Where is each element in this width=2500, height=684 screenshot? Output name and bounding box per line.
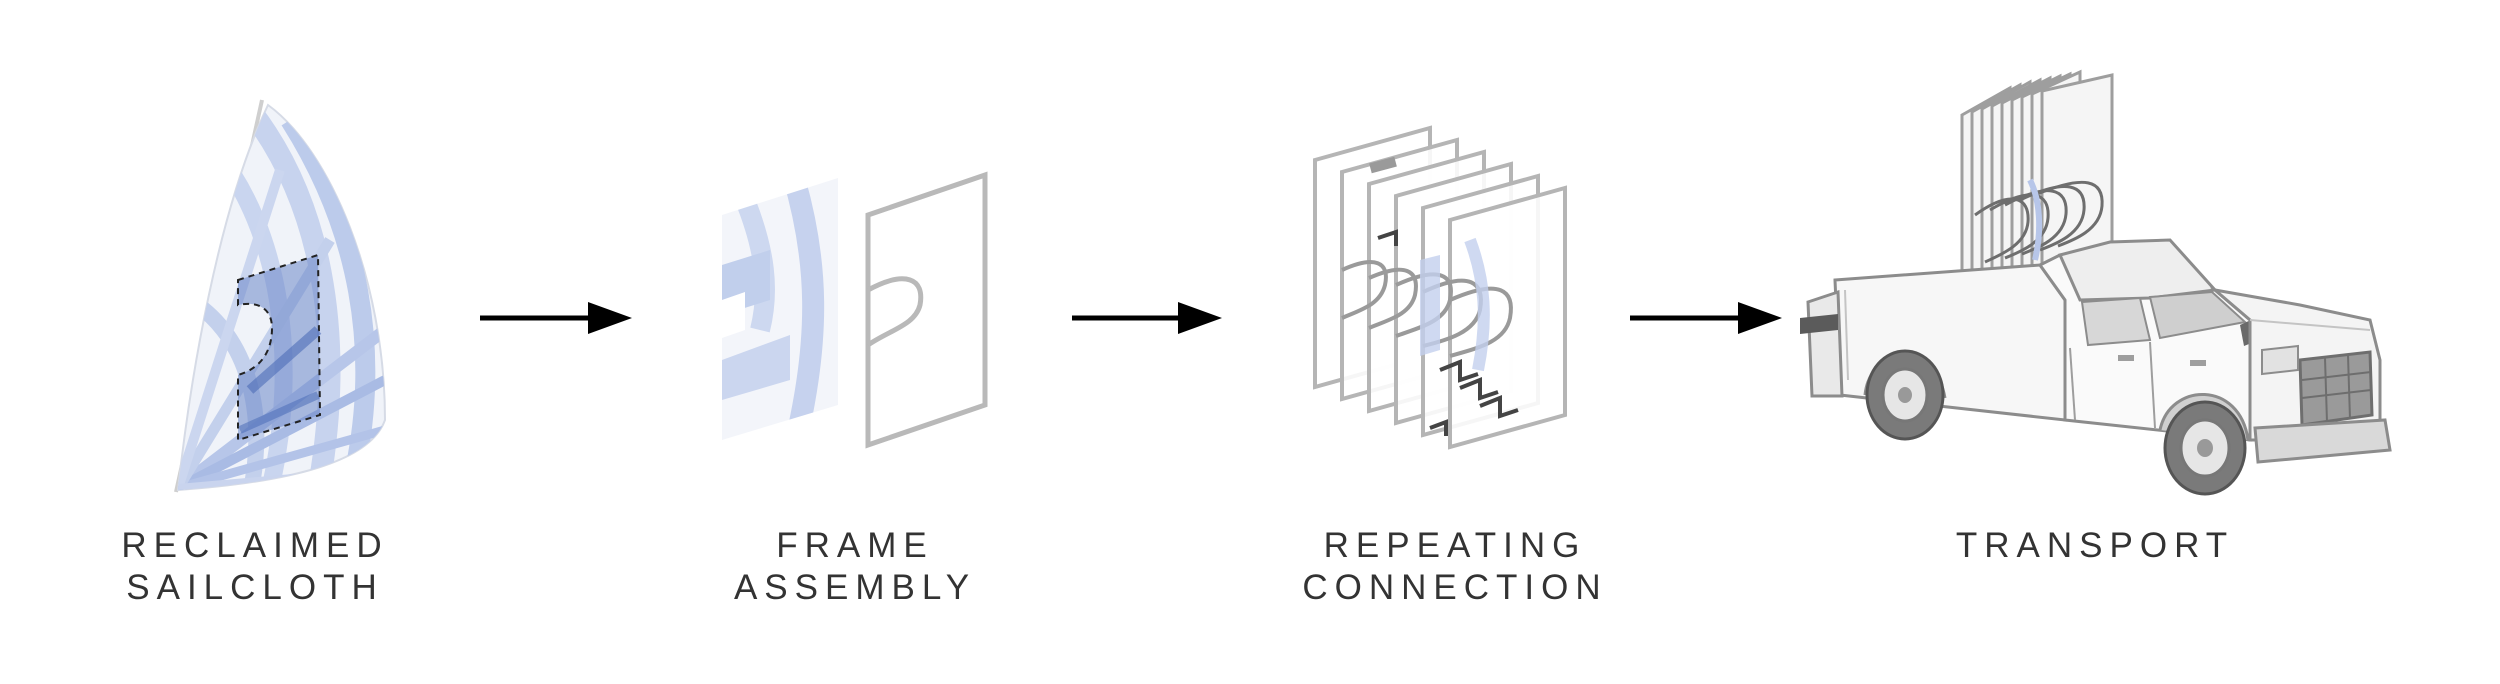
step-label-transport: TRANSPORT [1935,525,2255,567]
step-label-frame-assembly: FRAME ASSEMBLY [695,525,1015,609]
step-label-repeating-connection: REPEATING CONNECTION [1285,525,1625,609]
front-wheel [2163,400,2247,496]
arrow-2 [1072,302,1222,334]
step-3-label-line1: REPEATING [1323,526,1587,565]
step-3-label-line2: CONNECTION [1302,568,1608,607]
arrow-1 [480,302,632,334]
arrow-3 [1630,302,1782,334]
step-4-label-line1: TRANSPORT [1955,526,2235,565]
step-1-label-line2: SAILCLOTH [126,568,384,607]
stacked-frames-icon [1313,125,1567,450]
step-1-label-line1: RECLAIMED [121,526,389,565]
step-label-reclaimed-sailcloth: RECLAIMED SAILCLOTH [95,525,415,609]
step-2-label-line2: ASSEMBLY [733,568,977,607]
pickup-truck-icon [1800,69,2392,496]
step-2-label-line1: FRAME [776,526,934,565]
spinnaker-sail-icon [174,99,387,493]
sail-panel-frame-icon [722,171,988,449]
rear-wheel [1865,349,1945,441]
